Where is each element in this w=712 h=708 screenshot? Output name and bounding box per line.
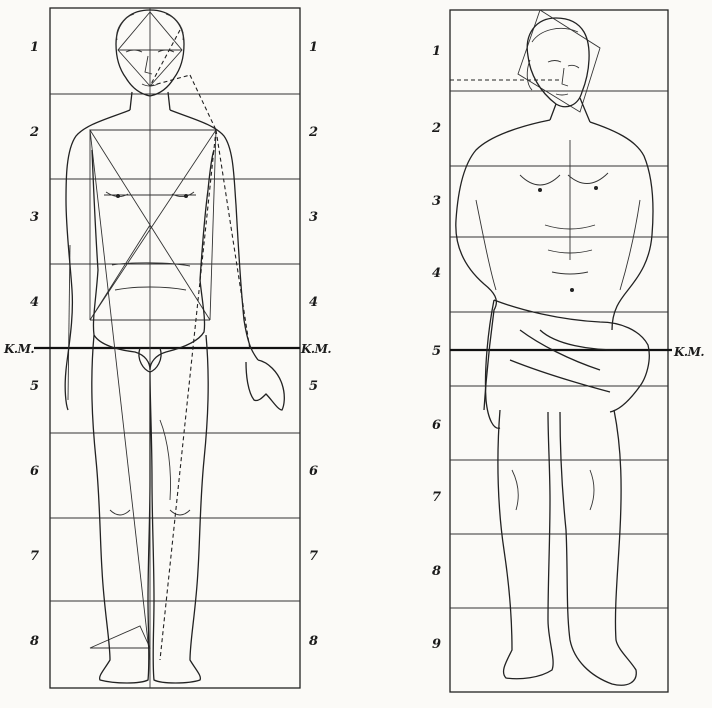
left-row-number-8-right: 8 (309, 634, 318, 649)
left-figure-torso (65, 110, 258, 410)
right-row-number-7: 7 (432, 490, 441, 505)
right-row-number-1: 1 (432, 44, 441, 59)
right-figure-head (527, 18, 589, 107)
right-row-number-9: 9 (432, 637, 441, 652)
left-row-number-1: 1 (30, 40, 39, 55)
right-row-number-2: 2 (431, 121, 441, 136)
left-row-number-5-right: 5 (309, 379, 318, 394)
left-row-number-6-right: 6 (309, 464, 318, 479)
right-row-number-5: 5 (432, 344, 441, 359)
right-row-number-6: 6 (432, 418, 441, 433)
left-km-label-right: K.M. (300, 342, 331, 356)
left-proportion-plate: 1 2 3 4 5 6 7 8 1 2 3 4 5 6 7 8 K.M. K.M… (3, 8, 331, 688)
right-row-number-4: 4 (432, 266, 441, 281)
foot-triangle (90, 626, 150, 648)
left-row-number-7-right: 7 (309, 549, 318, 564)
left-row-number-4-right: 4 (309, 295, 318, 310)
left-row-number-8: 8 (30, 634, 39, 649)
left-row-number-2: 2 (29, 125, 39, 140)
left-row-number-4: 4 (30, 295, 39, 310)
left-row-number-2-right: 2 (308, 125, 318, 140)
right-proportion-plate: 1 2 3 4 5 6 7 8 9 K.M. (431, 10, 704, 692)
left-row-number-7: 7 (30, 549, 39, 564)
right-row-number-3: 3 (432, 194, 441, 209)
left-row-number-3: 3 (30, 210, 39, 225)
right-human-figure (456, 10, 653, 685)
left-km-label: K.M. (3, 342, 34, 356)
left-row-number-5: 5 (30, 379, 39, 394)
leg-diagonal (90, 130, 150, 660)
right-km-label: K.M. (673, 345, 704, 359)
left-row-number-3-right: 3 (309, 210, 318, 225)
left-row-number-1-right: 1 (309, 40, 318, 55)
right-figure-legs (498, 410, 636, 685)
left-human-figure (65, 10, 284, 683)
left-row-number-6: 6 (30, 464, 39, 479)
right-row-number-8: 8 (432, 564, 441, 579)
right-figure-cloth (485, 300, 649, 428)
torso-construction (90, 130, 216, 320)
